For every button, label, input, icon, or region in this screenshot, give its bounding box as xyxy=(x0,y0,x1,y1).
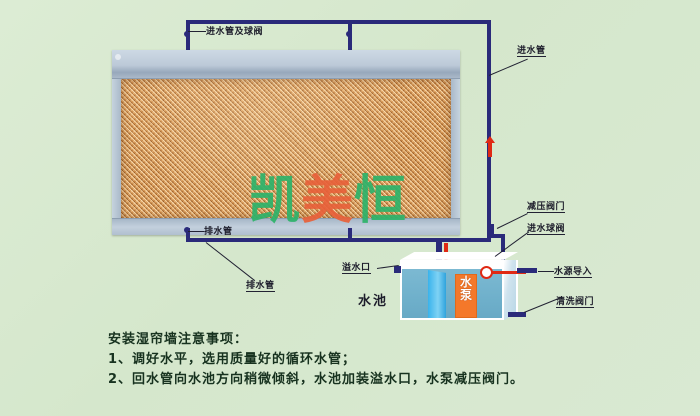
label-overflow-outlet: 溢水口 xyxy=(342,260,371,274)
panel-frame-left xyxy=(112,50,121,235)
notes-item-1: 1、调好水平，选用质量好的循环水管； xyxy=(108,352,357,367)
pipe-node-mid xyxy=(346,31,352,37)
label-inlet-pipe: 进水管 xyxy=(517,43,546,57)
label-inlet-ball-valve: 进水球阀 xyxy=(527,221,566,235)
flow-arrow-up-stem xyxy=(488,142,492,157)
overflow-outlet-port xyxy=(394,266,401,273)
drain-pipe-left-riser xyxy=(186,228,190,240)
installation-notes: 安装湿帘墙注意事项： 1、调好水平，选用质量好的循环水管； 2、回水管向水池方向… xyxy=(108,330,648,390)
water-pump-label: 水泵 xyxy=(459,275,472,302)
label-drain-pipe-top: 排水管 xyxy=(204,227,233,237)
drain-pipe-mid-riser xyxy=(348,228,352,240)
water-pump-body xyxy=(455,274,477,318)
pool-rim xyxy=(400,260,504,269)
cleaning-valve-pipe xyxy=(508,312,526,317)
panel-frame-right xyxy=(451,50,460,235)
label-water-source-inlet: 水源导入 xyxy=(554,264,593,278)
water-source-pipe xyxy=(517,268,537,273)
leader-inlet-pipe xyxy=(488,58,528,76)
pool-baffle xyxy=(428,270,446,318)
label-inlet-pipe-and-ball-valve: 进水管及球阀 xyxy=(206,27,264,37)
cooling-pad-panel xyxy=(112,50,460,235)
notes-heading: 安装湿帘墙注意事项： xyxy=(108,332,249,347)
leader-water-source-inlet xyxy=(538,271,554,272)
leader-drain-pipe-top xyxy=(188,231,204,232)
leader-inlet-ball-valve xyxy=(188,31,206,32)
label-pressure-reducing-valve: 减压阀门 xyxy=(527,199,566,213)
pool-top-face xyxy=(400,252,518,260)
panel-frame-bottom xyxy=(112,218,460,235)
drain-pipe-horizontal xyxy=(186,238,491,242)
label-drain-pipe-callout: 排水管 xyxy=(246,278,275,292)
pool-right-side-face xyxy=(504,260,518,320)
notes-item-2: 2、回水管向水池方向稍微倾斜，水池加装溢水口，水泵减压阀门。 xyxy=(108,372,525,387)
pool-inlet-pipe xyxy=(492,271,526,274)
drain-node-left xyxy=(184,227,190,233)
supply-pipe-horizontal xyxy=(186,20,491,24)
flow-arrow-up-head xyxy=(485,136,495,143)
water-pool: 水泵 xyxy=(394,252,537,320)
flow-arrow-down-stem xyxy=(444,243,448,256)
supply-pipe-elbow xyxy=(487,234,505,238)
pressure-valve-stub xyxy=(491,224,494,236)
label-cleaning-valve: 清洗阀门 xyxy=(556,294,595,308)
panel-frame-top xyxy=(112,50,460,79)
water-pool-label: 水池 xyxy=(358,294,389,309)
supply-pipe-riser xyxy=(487,20,491,238)
leader-drain-pipe-callout xyxy=(205,242,256,282)
evaporative-cooling-pad xyxy=(121,79,451,219)
leader-pressure-reducing-valve xyxy=(496,213,528,229)
pipe-node-left xyxy=(184,31,190,37)
pad-sheen xyxy=(121,79,451,219)
